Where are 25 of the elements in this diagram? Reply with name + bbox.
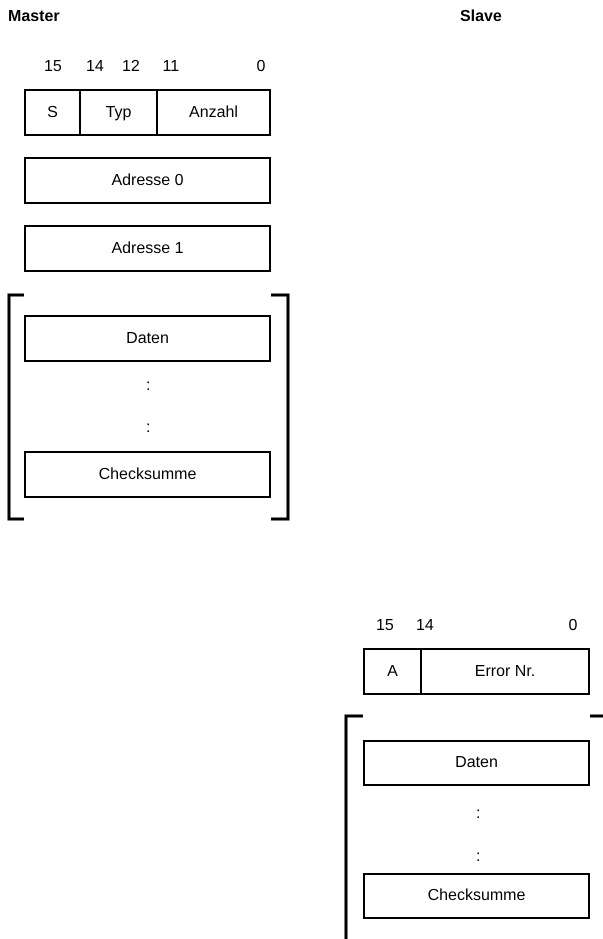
bit-number: 0 <box>568 617 578 635</box>
ellipsis-mark: : <box>476 848 480 866</box>
bit-field-cell: Error Nr. <box>420 648 590 695</box>
ellipsis-mark: : <box>146 377 150 395</box>
bit-field-cell: Anzahl <box>156 89 271 136</box>
register-word-box: Adresse 1 <box>24 225 271 272</box>
heading: Slave <box>460 8 502 26</box>
register-word-box: Adresse 0 <box>24 157 271 204</box>
data-word-box: Daten <box>24 315 271 362</box>
bit-number: 15 <box>44 58 62 76</box>
data-word-box: Daten <box>363 740 590 786</box>
ellipsis-mark: : <box>476 805 480 823</box>
bit-field-cell: A <box>363 648 422 695</box>
checksum-word-box: Checksumme <box>363 873 590 919</box>
bit-number: 0 <box>256 58 266 76</box>
bit-number: 12 <box>122 58 140 76</box>
ellipsis-mark: : <box>146 419 150 437</box>
bit-number: 14 <box>416 617 434 635</box>
bit-number: 11 <box>162 58 180 76</box>
bit-field-cell: Typ <box>79 89 158 136</box>
checksum-word-box: Checksumme <box>24 451 271 498</box>
bit-number: 14 <box>86 58 104 76</box>
bit-number: 15 <box>376 617 394 635</box>
bit-field-cell: S <box>24 89 81 136</box>
heading: Master <box>8 8 60 26</box>
